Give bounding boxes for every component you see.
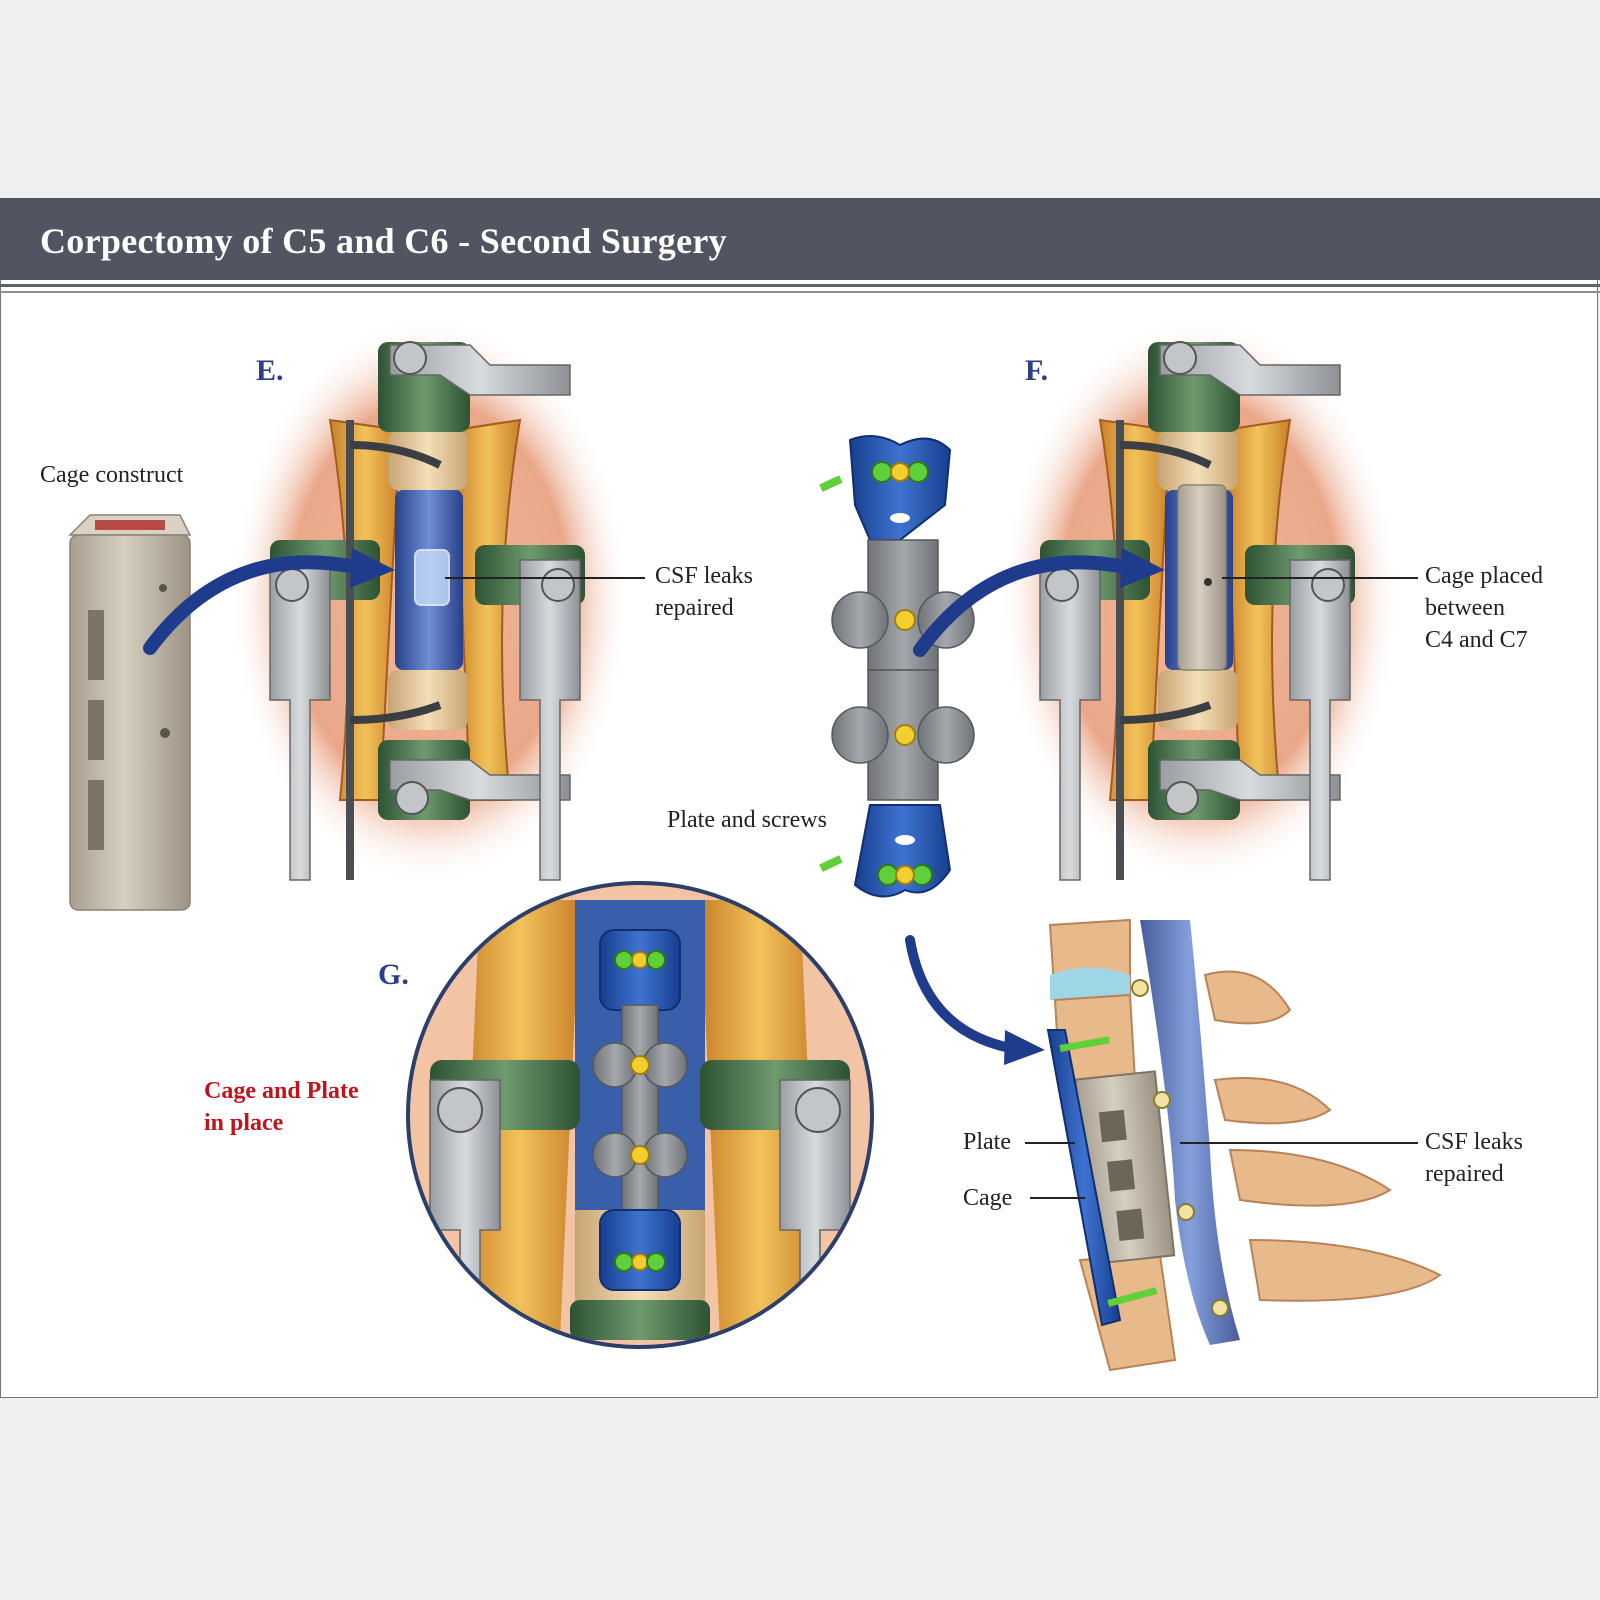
label-cage-placed-line1: Cage placed [1425,563,1543,589]
surgical-view-e [230,315,630,885]
arrows [143,548,1165,1065]
plate-and-screws-image [819,435,975,898]
label-csf-leaks-e: CSF leaks repaired [655,560,753,624]
label-plate: Plate [963,1129,1011,1155]
label-csf-leaks-e-line2: repaired [655,595,734,621]
leader-lines [445,577,1418,1199]
figure-letter-f: F. [1025,354,1049,387]
figure-letter-g: G. [378,958,409,991]
label-csf-leaks-side-line1: CSF leaks [1425,1129,1524,1155]
surgical-view-f [1000,315,1400,885]
label-cage-placed: Cage placed between C4 and C7 [1425,560,1543,656]
page-title: Corpectomy of C5 and C6 - Second Surgery [40,221,727,261]
label-cage-and-plate-line1: Cage and Plate [204,1078,359,1104]
cage-construct-image [68,514,192,911]
header-divider-thin [0,291,1600,293]
label-cage-and-plate: Cage and Plate in place [204,1075,359,1139]
title-bar: Corpectomy of C5 and C6 - Second Surgery [0,198,1600,280]
label-cage-and-plate-line2: in place [204,1110,284,1136]
header-divider [0,284,1600,287]
label-cage-placed-line2: between [1425,595,1505,621]
label-plate-and-screws: Plate and screws [667,807,827,833]
figure-letter-e: E. [256,354,284,387]
label-cage-construct: Cage construct [40,462,184,488]
label-csf-leaks-side-line2: repaired [1425,1161,1504,1187]
label-csf-leaks-side: CSF leaks repaired [1425,1126,1523,1190]
label-cage-placed-line3: C4 and C7 [1425,627,1528,653]
lateral-spine-view [1046,918,1442,1372]
label-cage: Cage [963,1185,1013,1211]
inset-view-g [406,881,874,1349]
label-csf-leaks-e-line1: CSF leaks [655,563,754,589]
